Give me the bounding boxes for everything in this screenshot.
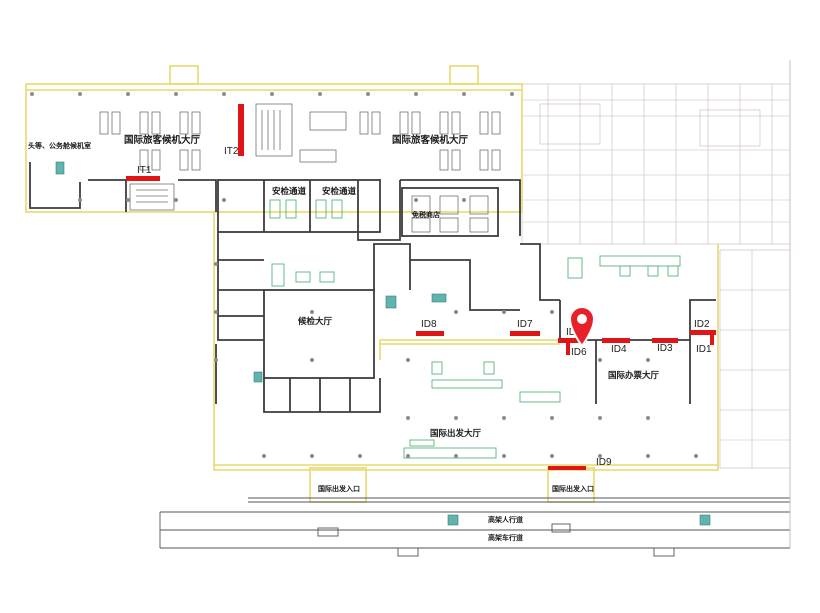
columns [30, 92, 698, 458]
security-lane-2-label: 安检通道 [322, 187, 357, 197]
terminal-outline [25, 65, 719, 503]
gate-markers [126, 104, 716, 470]
gate-it2-label[interactable]: IT2 [224, 146, 239, 157]
partitions [29, 162, 716, 413]
gate-id8-label[interactable]: ID8 [421, 319, 437, 330]
roadway [159, 60, 791, 557]
gate-id7-label[interactable]: ID7 [517, 319, 533, 330]
gate-id4-label[interactable]: ID4 [611, 344, 627, 355]
gate-marker-it1 [126, 176, 160, 181]
inspection-hall-label: 候检大厅 [298, 317, 333, 327]
cores [55, 161, 711, 526]
seating [99, 103, 501, 233]
gate-marker-id8 [416, 331, 444, 336]
adjacent-building [521, 83, 791, 469]
ticketing-hall-label: 国际办票大厅 [608, 371, 660, 381]
elevated-roadway-label: 高架车行道 [488, 534, 523, 542]
gate-id6-label[interactable]: ID6 [571, 347, 587, 358]
gate-id1-label[interactable]: ID1 [696, 344, 712, 355]
gate-marker-id6-post [566, 343, 570, 355]
gate-marker-id1 [710, 335, 714, 345]
vip-room-label: 头等、公务舱候机室 [28, 142, 91, 150]
gate-marker-id3 [652, 338, 678, 343]
departure-entrance-2-label: 国际出发入口 [552, 485, 594, 493]
gate-id9-label[interactable]: ID9 [596, 457, 612, 468]
gate-marker-id2 [690, 330, 716, 335]
gate-marker-id4 [602, 338, 630, 343]
gate-id2-label[interactable]: ID2 [694, 319, 710, 330]
gate-marker-id9 [548, 466, 586, 470]
gate-marker-id7 [510, 331, 540, 336]
map-pin-icon[interactable] [566, 304, 598, 348]
checkin-hall-right-label: 国际旅客候机大厅 [392, 135, 469, 146]
gate-marker-it2 [238, 104, 244, 156]
gate-marker-id6 [558, 338, 586, 343]
duty-free-label: 免税商店 [412, 211, 440, 219]
gate-id3-label[interactable]: ID3 [657, 343, 673, 354]
gate-it1-label[interactable]: IT1 [137, 165, 152, 176]
security-lane-1-label: 安检通道 [272, 187, 307, 197]
fixtures [269, 199, 681, 459]
checkin-hall-left-label: 国际旅客候机大厅 [124, 135, 201, 146]
departure-entrance-1-label: 国际出发入口 [318, 485, 360, 493]
elevated-sidewalk-label: 高架人行道 [488, 516, 523, 524]
departure-hall-label: 国际出发大厅 [430, 429, 482, 439]
